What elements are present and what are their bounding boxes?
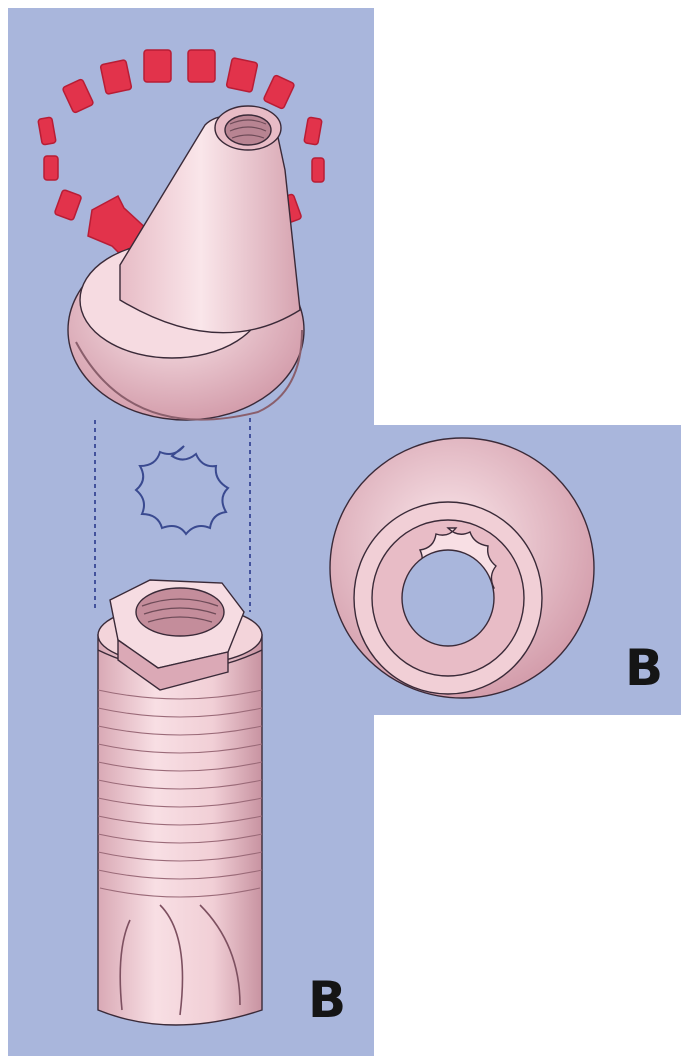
abutment-underside-view [330, 438, 594, 698]
label-b-side-view: B [625, 643, 663, 693]
label-b-main-view: B [308, 975, 346, 1025]
abutment [68, 106, 304, 420]
connection-profile [136, 446, 228, 534]
implant-body [98, 580, 262, 1025]
